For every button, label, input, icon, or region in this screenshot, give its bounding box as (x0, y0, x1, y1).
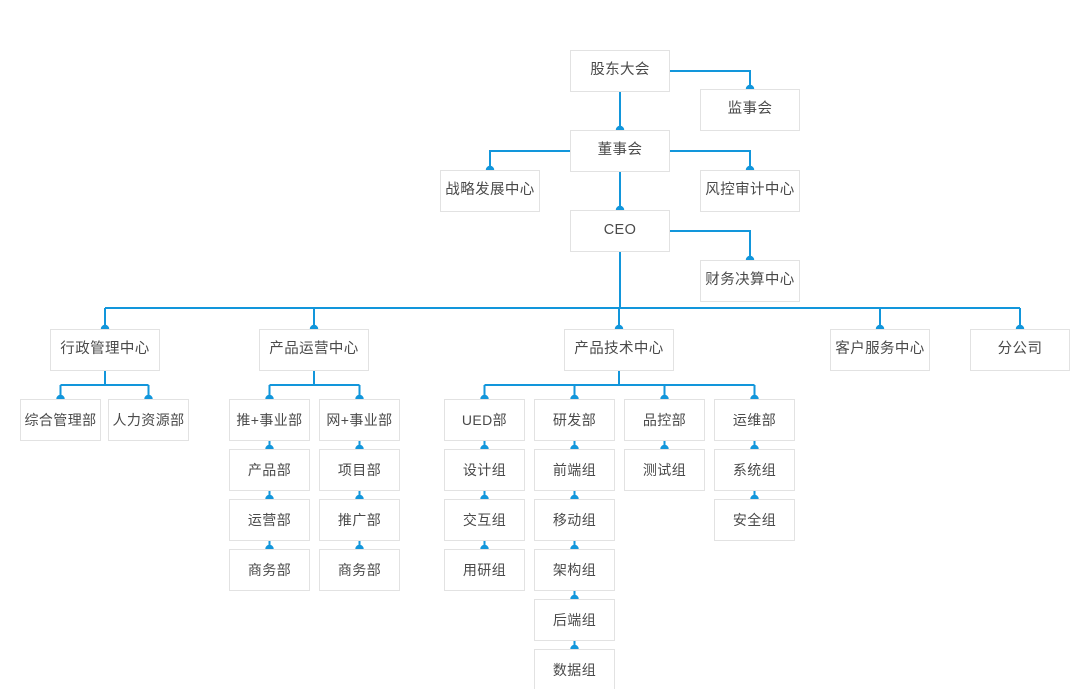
org-node-strategy-center[interactable]: 战略发展中心 (440, 170, 540, 212)
org-node-shareholders[interactable]: 股东大会 (570, 50, 670, 92)
org-node-label: 推+事业部 (236, 411, 303, 428)
org-node-label: 设计组 (462, 461, 507, 478)
org-node-label: 系统组 (732, 461, 777, 478)
org-node-label: 商务部 (247, 561, 292, 578)
org-node-label: 产品部 (247, 461, 292, 478)
org-node-board[interactable]: 董事会 (570, 130, 670, 172)
org-node-label: 推广部 (337, 511, 382, 528)
org-node-label: 客户服务中心 (835, 341, 925, 358)
org-node-ued-dept[interactable]: UED部 (444, 399, 525, 441)
org-node-label: 数据组 (552, 661, 597, 678)
org-node-architecture-group[interactable]: 架构组 (534, 549, 615, 591)
org-node-user-research[interactable]: 用研组 (444, 549, 525, 591)
org-node-finance-center[interactable]: 财务决算中心 (700, 260, 800, 302)
org-node-data-group[interactable]: 数据组 (534, 649, 615, 689)
org-node-label: 商务部 (337, 561, 382, 578)
org-node-tui-division[interactable]: 推+事业部 (229, 399, 310, 441)
org-node-promotion-dept[interactable]: 推广部 (319, 499, 400, 541)
org-node-wang-division[interactable]: 网+事业部 (319, 399, 400, 441)
org-node-backend-group[interactable]: 后端组 (534, 599, 615, 641)
org-node-label: 产品运营中心 (269, 341, 359, 358)
org-node-label: 前端组 (552, 461, 597, 478)
org-node-business-dept-2[interactable]: 商务部 (319, 549, 400, 591)
org-node-ops-maint-dept[interactable]: 运维部 (714, 399, 795, 441)
org-node-ceo[interactable]: CEO (570, 210, 670, 252)
org-node-product-ops[interactable]: 产品运营中心 (259, 329, 369, 371)
org-node-label: 架构组 (552, 561, 597, 578)
org-node-qc-dept[interactable]: 品控部 (624, 399, 705, 441)
org-node-label: 测试组 (642, 461, 687, 478)
org-node-operations-dept[interactable]: 运营部 (229, 499, 310, 541)
org-node-label: 分公司 (997, 341, 1043, 358)
org-node-frontend-group[interactable]: 前端组 (534, 449, 615, 491)
org-node-label: 交互组 (462, 511, 507, 528)
org-node-label: CEO (603, 222, 637, 239)
org-node-human-resources[interactable]: 人力资源部 (108, 399, 189, 441)
org-node-label: 项目部 (337, 461, 382, 478)
org-node-label: 后端组 (552, 611, 597, 628)
org-node-project-dept[interactable]: 项目部 (319, 449, 400, 491)
org-node-mobile-group[interactable]: 移动组 (534, 499, 615, 541)
org-node-interaction-group[interactable]: 交互组 (444, 499, 525, 541)
org-node-label: 战略发展中心 (445, 182, 535, 199)
org-node-label: UED部 (461, 411, 508, 428)
org-node-label: 董事会 (597, 142, 643, 159)
org-node-label: 产品技术中心 (574, 341, 664, 358)
org-node-rd-dept[interactable]: 研发部 (534, 399, 615, 441)
org-node-risk-audit-center[interactable]: 风控审计中心 (700, 170, 800, 212)
org-node-general-admin[interactable]: 综合管理部 (20, 399, 101, 441)
org-node-label: 监事会 (727, 101, 773, 118)
org-node-label: 股东大会 (590, 62, 650, 79)
org-node-branch-company[interactable]: 分公司 (970, 329, 1070, 371)
org-node-system-group[interactable]: 系统组 (714, 449, 795, 491)
org-node-label: 人力资源部 (112, 411, 185, 428)
org-node-business-dept-1[interactable]: 商务部 (229, 549, 310, 591)
org-node-test-group[interactable]: 测试组 (624, 449, 705, 491)
org-node-product-dept[interactable]: 产品部 (229, 449, 310, 491)
org-node-label: 行政管理中心 (60, 341, 150, 358)
org-node-label: 综合管理部 (24, 411, 97, 428)
org-node-label: 财务决算中心 (705, 272, 795, 289)
org-node-label: 运维部 (732, 411, 777, 428)
org-node-supervisory[interactable]: 监事会 (700, 89, 800, 131)
org-node-admin-center[interactable]: 行政管理中心 (50, 329, 160, 371)
org-node-label: 运营部 (247, 511, 292, 528)
org-node-label: 安全组 (732, 511, 777, 528)
org-node-label: 风控审计中心 (705, 182, 795, 199)
org-node-label: 用研组 (462, 561, 507, 578)
org-node-label: 研发部 (552, 411, 597, 428)
org-node-label: 网+事业部 (326, 411, 393, 428)
org-node-product-tech[interactable]: 产品技术中心 (564, 329, 674, 371)
org-node-design-group[interactable]: 设计组 (444, 449, 525, 491)
org-node-customer-service[interactable]: 客户服务中心 (830, 329, 930, 371)
org-node-label: 品控部 (642, 411, 687, 428)
org-node-security-group[interactable]: 安全组 (714, 499, 795, 541)
org-node-label: 移动组 (552, 511, 597, 528)
